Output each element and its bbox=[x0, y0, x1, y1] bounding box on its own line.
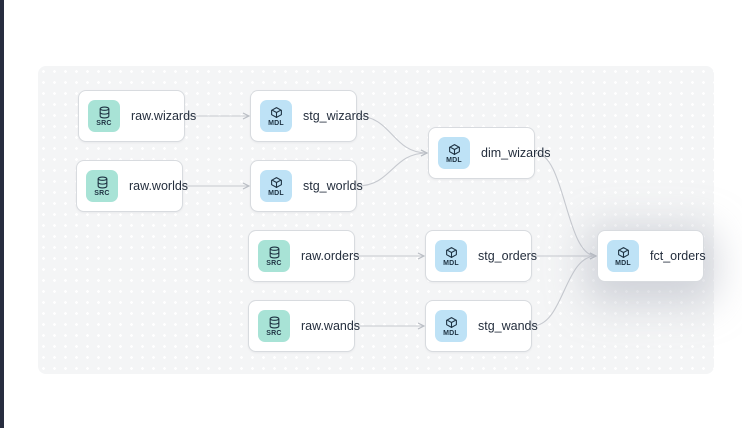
node-label: raw.wands bbox=[301, 319, 361, 333]
mdl-badge: MDL bbox=[260, 100, 292, 132]
badge-label: SRC bbox=[94, 189, 110, 197]
dag-node-stg_wizards[interactable]: MDL stg_wizards bbox=[250, 90, 369, 142]
badge-label: SRC bbox=[266, 259, 282, 267]
node-label: raw.wizards bbox=[131, 109, 197, 123]
mdl-badge: MDL bbox=[260, 170, 292, 202]
dag-node-raw_orders[interactable]: SRC raw.orders bbox=[248, 230, 359, 282]
node-label: raw.orders bbox=[301, 249, 360, 263]
node-label: stg_wizards bbox=[303, 109, 369, 123]
src-badge: SRC bbox=[88, 100, 120, 132]
node-label: stg_orders bbox=[478, 249, 538, 263]
cube-icon bbox=[445, 246, 458, 259]
badge-label: MDL bbox=[268, 119, 284, 127]
cube-icon bbox=[617, 246, 630, 259]
database-icon bbox=[268, 316, 281, 329]
dag-node-dim_wizards[interactable]: MDL dim_wizards bbox=[428, 127, 550, 179]
mdl-badge: MDL bbox=[607, 240, 639, 272]
mdl-badge: MDL bbox=[435, 240, 467, 272]
cube-icon bbox=[445, 316, 458, 329]
mdl-badge: MDL bbox=[438, 137, 470, 169]
badge-label: SRC bbox=[96, 119, 112, 127]
badge-label: MDL bbox=[446, 156, 462, 164]
dag-node-raw_wizards[interactable]: SRC raw.wizards bbox=[78, 90, 196, 142]
node-label: dim_wizards bbox=[481, 146, 551, 160]
dag-node-raw_worlds[interactable]: SRC raw.worlds bbox=[76, 160, 188, 212]
node-label: fct_orders bbox=[650, 249, 706, 263]
badge-label: MDL bbox=[268, 189, 284, 197]
dag-node-stg_orders[interactable]: MDL stg_orders bbox=[425, 230, 537, 282]
src-badge: SRC bbox=[258, 240, 290, 272]
cube-icon bbox=[448, 143, 461, 156]
database-icon bbox=[98, 106, 111, 119]
badge-label: MDL bbox=[443, 259, 459, 267]
badge-label: MDL bbox=[443, 329, 459, 337]
dag-node-raw_wands[interactable]: SRC raw.wands bbox=[248, 300, 360, 352]
node-label: raw.worlds bbox=[129, 179, 189, 193]
node-label: stg_wands bbox=[478, 319, 538, 333]
window-edge bbox=[0, 0, 4, 428]
database-icon bbox=[96, 176, 109, 189]
mdl-badge: MDL bbox=[435, 310, 467, 342]
src-badge: SRC bbox=[258, 310, 290, 342]
dag-node-stg_worlds[interactable]: MDL stg_worlds bbox=[250, 160, 363, 212]
dag-node-stg_wands[interactable]: MDL stg_wands bbox=[425, 300, 538, 352]
src-badge: SRC bbox=[86, 170, 118, 202]
node-label: stg_worlds bbox=[303, 179, 363, 193]
database-icon bbox=[268, 246, 281, 259]
cube-icon bbox=[270, 176, 283, 189]
badge-label: SRC bbox=[266, 329, 282, 337]
dag-node-fct_orders[interactable]: MDL fct_orders bbox=[597, 230, 706, 282]
cube-icon bbox=[270, 106, 283, 119]
badge-label: MDL bbox=[615, 259, 631, 267]
